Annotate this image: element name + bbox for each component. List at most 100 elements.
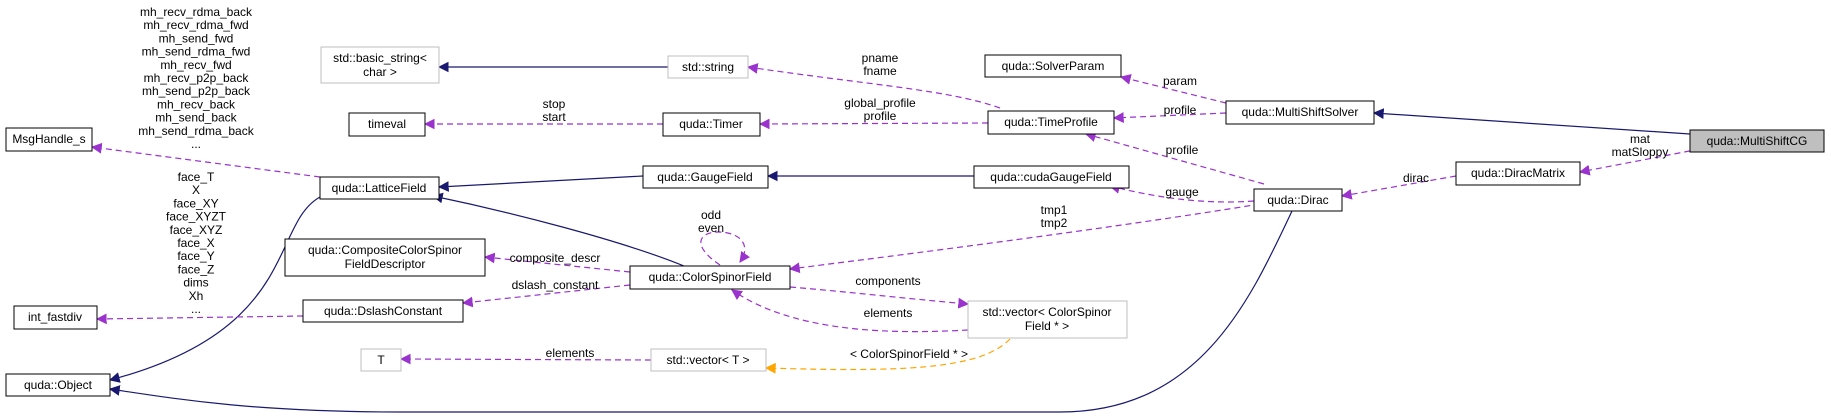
label-elements-vec: elements xyxy=(864,306,913,320)
edge-multishiftsolver-uses-timeprofile xyxy=(1112,112,1227,123)
node-time-profile[interactable]: quda::TimeProfile xyxy=(987,110,1115,135)
label-profile-solver: profile xyxy=(1164,103,1197,117)
edge-multishiftcg-inherits-multishiftsolver xyxy=(1372,108,1691,135)
text-line: timeval xyxy=(368,117,406,131)
svg-text:int_fastdiv: int_fastdiv xyxy=(28,310,82,324)
node-solver-param[interactable]: quda::SolverParam xyxy=(984,54,1122,78)
node-gauge-field[interactable]: quda::GaugeField xyxy=(642,165,769,189)
node-multishift-cg[interactable]: quda::MultiShiftCG xyxy=(1689,129,1825,153)
edge-dirac-uses-timeprofile xyxy=(1084,131,1265,185)
edge-diracmatrix-uses-dirac xyxy=(1340,175,1457,200)
node-dirac[interactable]: quda::Dirac xyxy=(1253,188,1343,212)
label-composite-descr: composite_descr xyxy=(510,251,601,265)
node-quda-object[interactable]: quda::Object xyxy=(5,373,111,397)
text-line: quda::Timer xyxy=(679,117,743,131)
node-color-spinor-field[interactable]: quda::ColorSpinorField xyxy=(629,265,791,290)
edge-dslashconstant-uses-intfastdiv xyxy=(95,313,304,325)
svg-text:T: T xyxy=(377,353,385,367)
label-msghandle-members-line: ... xyxy=(191,137,201,151)
text-line: quda::MultiShiftCG xyxy=(1707,134,1808,148)
text-line: quda::SolverParam xyxy=(1002,59,1105,73)
text-line: char > xyxy=(363,65,397,79)
edge-colorspinorfield-uses-vector-csf xyxy=(789,286,970,309)
label-msghandle-members-line: mh_send_fwd xyxy=(159,31,234,45)
edge-dirac-uses-colorspinorfield xyxy=(788,203,1261,274)
svg-text:timeval: timeval xyxy=(368,117,406,131)
nodes: std::basic_string<char > std::string qud… xyxy=(5,46,1825,397)
svg-text:quda::Timer: quda::Timer xyxy=(679,117,743,131)
label-int-fastdiv-members-line: face_XYZ xyxy=(170,223,223,237)
text-line: MsgHandle_s xyxy=(12,132,85,146)
node-lattice-field[interactable]: quda::LatticeField xyxy=(319,176,440,200)
svg-text:std::vector< ColorSpinorField: std::vector< ColorSpinorField * > xyxy=(982,305,1111,333)
node-msghandle[interactable]: MsgHandle_s xyxy=(5,127,93,152)
svg-text:std::basic_string<char >: std::basic_string<char > xyxy=(333,51,427,79)
text-line: quda::TimeProfile xyxy=(1004,115,1098,129)
label-timeval-members-line: stop xyxy=(543,97,566,111)
node-t-param[interactable]: T xyxy=(360,348,402,372)
text-line: std::string xyxy=(682,60,734,74)
label-timer-members-line: global_profile xyxy=(844,96,916,110)
edge-vector-csf-instantiates-vector-t xyxy=(764,338,1011,374)
edge-vector-t-uses-t xyxy=(399,353,652,365)
label-timer-members-line: profile xyxy=(864,109,897,123)
svg-text:quda::cudaGaugeField: quda::cudaGaugeField xyxy=(990,170,1111,184)
text-line: quda::DiracMatrix xyxy=(1471,166,1565,180)
svg-text:quda::GaugeField: quda::GaugeField xyxy=(657,170,752,184)
node-basic-string[interactable]: std::basic_string<char > xyxy=(320,46,440,84)
node-int-fastdiv[interactable]: int_fastdiv xyxy=(13,305,98,330)
label-elements-t-line: elements xyxy=(546,346,595,360)
label-int-fastdiv-members-line: face_Y xyxy=(177,249,214,263)
edge-colorspinorfield-uses-dslashconstant xyxy=(461,284,631,308)
edges xyxy=(90,61,1701,413)
svg-text:quda::MultiShiftCG: quda::MultiShiftCG xyxy=(1707,134,1808,148)
node-timeval[interactable]: timeval xyxy=(348,112,426,137)
svg-text:quda::DslashConstant: quda::DslashConstant xyxy=(324,304,443,318)
label-elements-vec-line: elements xyxy=(864,306,913,320)
node-cuda-gauge-field[interactable]: quda::cudaGaugeField xyxy=(973,165,1130,189)
text-line: quda::Object xyxy=(24,378,93,392)
node-dirac-matrix[interactable]: quda::DiracMatrix xyxy=(1455,161,1581,186)
node-timer[interactable]: quda::Timer xyxy=(662,112,761,137)
label-profile-dirac: profile xyxy=(1166,143,1199,157)
label-msghandle-members-line: mh_send_rdma_fwd xyxy=(142,45,251,59)
label-dirac-link: dirac xyxy=(1403,171,1429,185)
node-dslash-constant[interactable]: quda::DslashConstant xyxy=(302,299,464,323)
svg-text:quda::LatticeField: quda::LatticeField xyxy=(332,181,427,195)
edge-colorspinorfield-self-loop xyxy=(700,231,751,266)
node-vector-t[interactable]: std::vector< T > xyxy=(650,348,767,372)
edge-latticefield-inherits-object xyxy=(108,196,321,383)
text-line: quda::MultiShiftSolver xyxy=(1242,105,1359,119)
label-msghandle-members-line: mh_recv_p2p_back xyxy=(144,71,250,85)
svg-text:std::string: std::string xyxy=(682,60,734,74)
text-line: quda::cudaGaugeField xyxy=(990,170,1111,184)
label-msghandle-members-line: mh_send_back xyxy=(155,111,237,125)
label-param: param xyxy=(1163,74,1197,88)
svg-text:quda::Object: quda::Object xyxy=(24,378,93,392)
edge-timeprofile-uses-string xyxy=(746,63,1001,109)
label-int-fastdiv-members-line: dims xyxy=(183,276,208,290)
node-multishift-solver[interactable]: quda::MultiShiftSolver xyxy=(1225,100,1375,125)
label-string-members-line: pname xyxy=(862,51,899,65)
text-line: quda::Dirac xyxy=(1267,193,1328,207)
svg-text:std::vector< T >: std::vector< T > xyxy=(667,353,750,367)
text-line: T xyxy=(377,353,385,367)
label-profile-solver-line: profile xyxy=(1164,103,1197,117)
label-int-fastdiv-members-line: face_XYZT xyxy=(166,210,227,224)
node-std-string[interactable]: std::string xyxy=(667,55,749,79)
label-template-arg: < ColorSpinorField * > xyxy=(850,347,968,361)
label-dslash-constant-line: dslash_constant xyxy=(512,278,599,292)
label-gauge-line: gauge xyxy=(1165,185,1199,199)
text-line: quda::DslashConstant xyxy=(324,304,443,318)
text-line: Field * > xyxy=(1025,319,1069,333)
svg-text:quda::Dirac: quda::Dirac xyxy=(1267,193,1328,207)
label-mat-line: mat xyxy=(1630,132,1651,146)
text-line: quda::LatticeField xyxy=(332,181,427,195)
text-line: quda::ColorSpinorField xyxy=(649,270,772,284)
